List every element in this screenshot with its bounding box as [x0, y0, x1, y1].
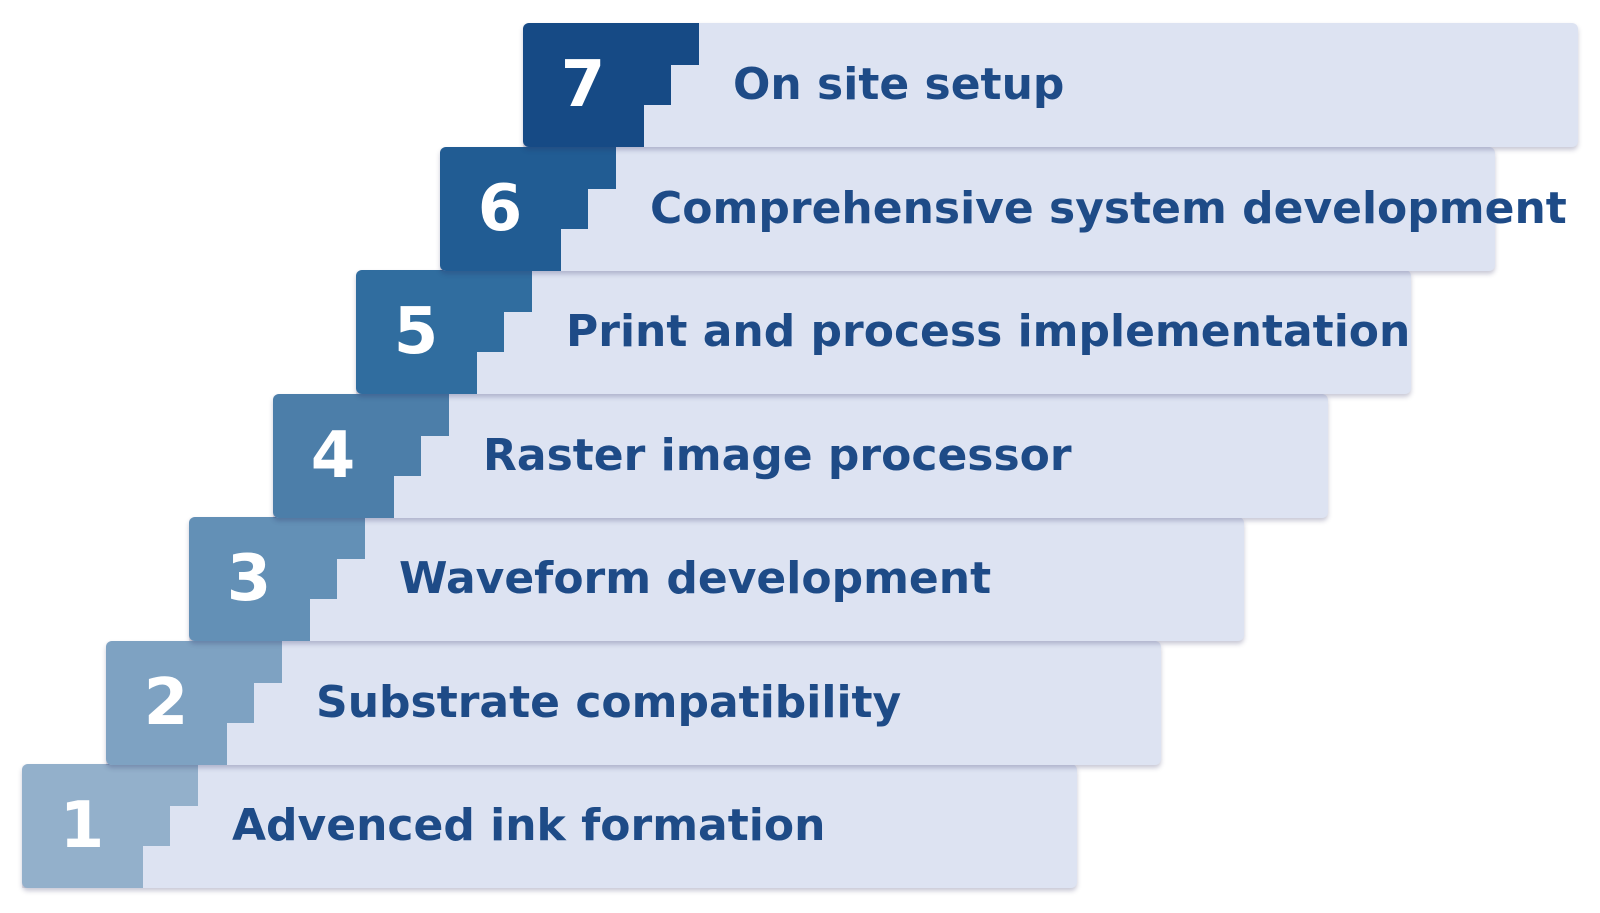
step-2: 2 Substrate compatibility	[106, 641, 1161, 765]
step-label: Print and process implementation	[566, 306, 1411, 357]
step-number: 1	[59, 789, 105, 863]
step-label: Comprehensive system development	[650, 183, 1567, 234]
step-label: Waveform development	[399, 553, 992, 604]
step-number: 7	[560, 48, 606, 122]
step-number: 6	[477, 172, 523, 246]
step-label: On site setup	[733, 59, 1065, 110]
step-6: 6 Comprehensive system development	[440, 147, 1567, 271]
step-number: 3	[226, 542, 272, 616]
step-7: 7 On site setup	[523, 23, 1578, 147]
step-5: 5 Print and process implementation	[356, 270, 1411, 394]
step-number: 4	[310, 419, 356, 493]
step-3: 3 Waveform development	[189, 517, 1244, 641]
step-label: Substrate compatibility	[316, 677, 902, 728]
step-number: 2	[143, 666, 189, 740]
step-4: 4 Raster image processor	[273, 394, 1328, 518]
step-label: Advenced ink formation	[232, 800, 826, 851]
step-label: Raster image processor	[483, 430, 1072, 481]
step-number: 5	[393, 295, 439, 369]
step-1: 1 Advenced ink formation	[22, 764, 1077, 888]
